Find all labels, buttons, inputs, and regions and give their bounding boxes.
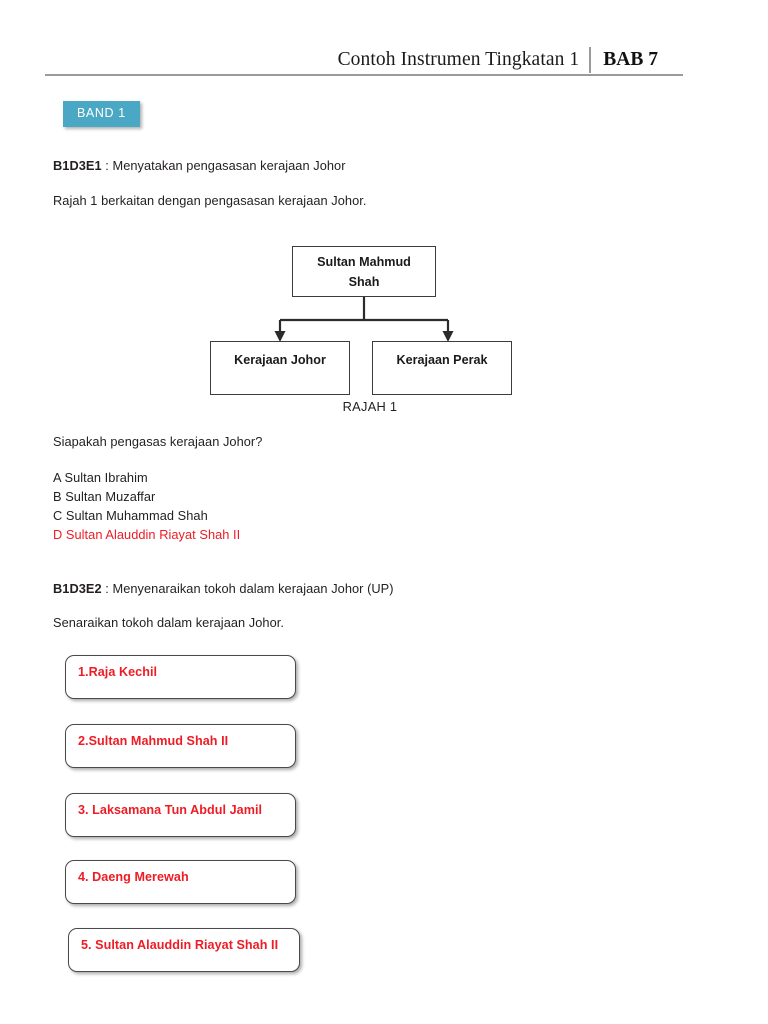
option-d[interactable]: D Sultan Alauddin Riayat Shah II xyxy=(53,527,241,542)
diagram-node-root-line1: Sultan Mahmud xyxy=(317,254,411,269)
section2-instruction: Senaraikan tokoh dalam kerajaan Johor. xyxy=(53,615,284,630)
header-divider xyxy=(589,47,592,73)
answer-box-5-text: 5. Sultan Alauddin Riayat Shah II xyxy=(81,938,279,952)
diagram-caption: RAJAH 1 xyxy=(342,399,398,414)
section2-code: B1D3E2 xyxy=(53,581,102,596)
section1-code: B1D3E1 xyxy=(53,158,102,173)
band-badge: BAND 1 xyxy=(63,101,140,127)
answer-box-2-text: 2.Sultan Mahmud Shah II xyxy=(78,734,229,748)
answer-box-3[interactable]: 3. Laksamana Tun Abdul Jamil xyxy=(65,793,296,837)
answer-box-1-text: 1.Raja Kechil xyxy=(78,665,158,679)
section1-objective-text: : Menyatakan pengasasan kerajaan Johor xyxy=(101,158,346,173)
diagram-node-root: Sultan Mahmud Shah xyxy=(292,246,436,297)
diagram-node-root-line2: Shah xyxy=(348,274,380,289)
org-chart-diagram: Sultan Mahmud Shah Kerajaan Johor Keraja… xyxy=(200,240,540,420)
answer-box-4-text: 4. Daeng Merewah xyxy=(78,870,189,884)
header-chapter-label: BAB 7 xyxy=(603,49,658,70)
section1-question: Siapakah pengasas kerajaan Johor? xyxy=(53,434,263,449)
answer-box-4[interactable]: 4. Daeng Merewah xyxy=(65,860,296,904)
option-b[interactable]: B Sultan Muzaffar xyxy=(53,489,156,504)
section2-objective-text: : Menyenaraikan tokoh dalam kerajaan Joh… xyxy=(101,581,394,596)
diagram-node-kerajaan-johor-label: Kerajaan Johor xyxy=(234,353,326,367)
page-header: Contoh Instrumen Tingkatan 1 BAB 7 xyxy=(45,42,683,76)
diagram-node-kerajaan-johor: Kerajaan Johor xyxy=(210,341,350,395)
diagram-node-kerajaan-perak: Kerajaan Perak xyxy=(372,341,512,395)
answer-box-2[interactable]: 2.Sultan Mahmud Shah II xyxy=(65,724,296,768)
answer-box-5[interactable]: 5. Sultan Alauddin Riayat Shah II xyxy=(68,928,300,972)
option-c[interactable]: C Sultan Muhammad Shah xyxy=(53,508,208,523)
answer-box-1[interactable]: 1.Raja Kechil xyxy=(65,655,296,699)
answer-box-3-text: 3. Laksamana Tun Abdul Jamil xyxy=(78,803,263,817)
diagram-node-kerajaan-perak-label: Kerajaan Perak xyxy=(396,353,488,367)
section1-intro-text: Rajah 1 berkaitan dengan pengasasan kera… xyxy=(53,193,367,208)
header-title: Contoh Instrumen Tingkatan 1 xyxy=(337,49,580,70)
section2-objective-line: B1D3E2 : Menyenaraikan tokoh dalam keraj… xyxy=(53,581,394,596)
option-a[interactable]: A Sultan Ibrahim xyxy=(53,470,148,485)
section1-objective-line: B1D3E1 : Menyatakan pengasasan kerajaan … xyxy=(53,158,346,173)
